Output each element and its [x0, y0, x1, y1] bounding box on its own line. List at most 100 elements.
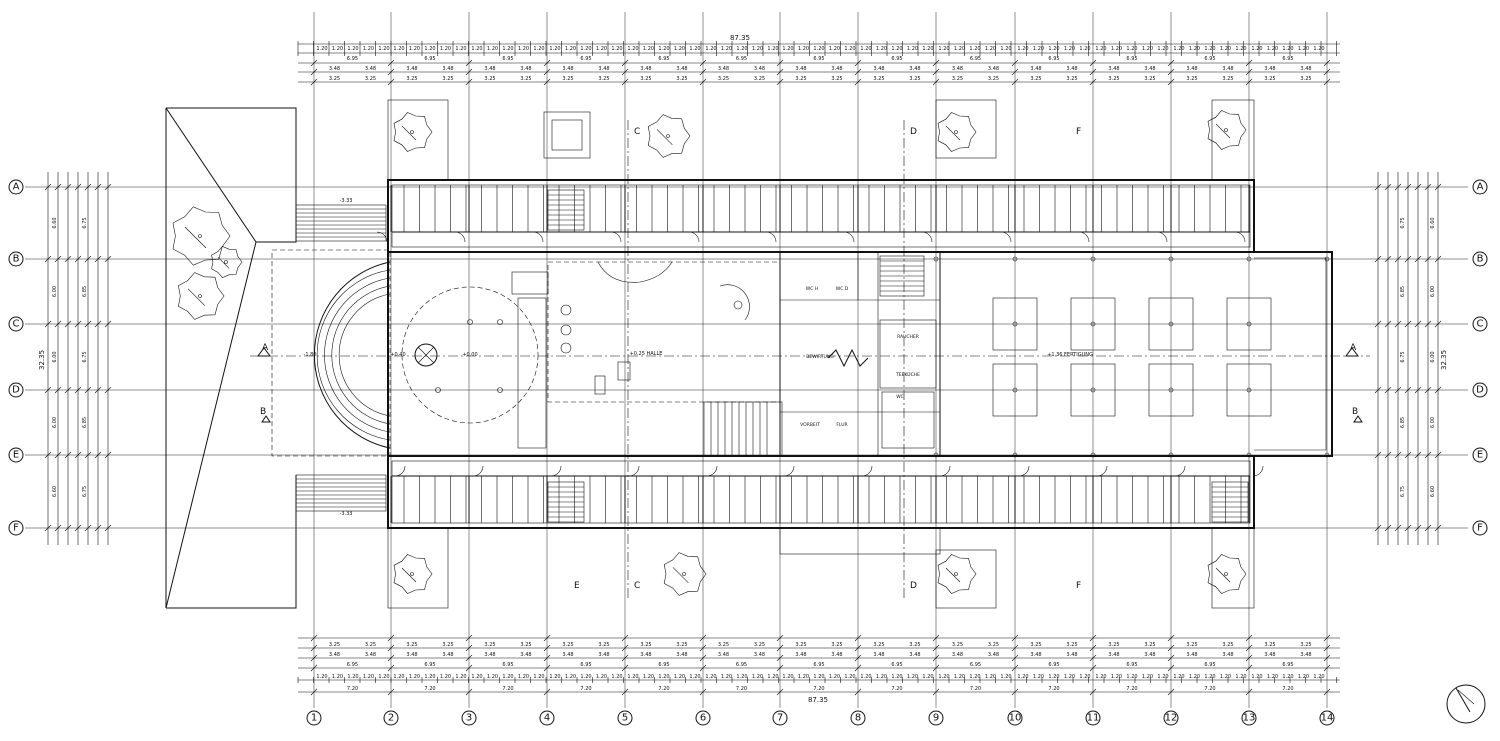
dimension-tick [1394, 451, 1402, 459]
dimension-label: 3.25 [1066, 76, 1077, 82]
dimension-tick [1167, 688, 1175, 696]
dimension-label: 1.20 [1157, 674, 1168, 680]
dimension-tick [465, 654, 473, 662]
landscape-trees [172, 110, 1247, 596]
overall-length-bottom: 87.35 [808, 696, 828, 704]
tree-canopy [1207, 554, 1247, 594]
dimension-tick [1011, 634, 1019, 642]
dimension-label: 3.48 [1186, 66, 1197, 72]
column [1246, 387, 1252, 393]
dimension-label: 1.20 [643, 674, 654, 680]
level-entry-upper: -3.33 [340, 198, 353, 204]
tree-trunk [954, 130, 958, 134]
dimension-tick [543, 59, 551, 67]
dimension-label: 1.20 [487, 46, 498, 52]
dimension-tick [776, 688, 784, 696]
dimension-label: 1.20 [860, 46, 871, 52]
dimension-tick [621, 78, 629, 86]
tree-trunk [410, 572, 414, 576]
dimension-tick [1434, 524, 1442, 532]
dimension-tick [854, 68, 862, 76]
dimension-label: 3.25 [598, 642, 609, 648]
dimension-tick [1414, 183, 1422, 191]
dimension-label: 1.20 [596, 46, 607, 52]
level-hall-label: +0.25 HALLE [630, 351, 663, 357]
door-swing [921, 231, 933, 243]
entrance-hall: +0.25 HALLE [547, 261, 783, 457]
dimension-tick [621, 634, 629, 642]
dimension-tick [543, 654, 551, 662]
tree-branch [401, 125, 417, 141]
row-bubble-label: C [1477, 319, 1484, 330]
vertical-grid-lines [313, 12, 1328, 708]
dimension-tick [387, 78, 395, 86]
level-forum: -1.80 [304, 352, 317, 358]
dimension-tick [94, 386, 102, 394]
dimension-label: 1.20 [565, 46, 576, 52]
section-mark-f-bottom: F [1076, 581, 1081, 591]
dimension-label: 6.95 [736, 56, 747, 62]
dimension-label: 3.48 [406, 652, 417, 658]
dimension-label: 3.25 [795, 76, 806, 82]
dimension-label: 3.25 [831, 642, 842, 648]
dimension-tick [854, 664, 862, 672]
dimension-label: 1.20 [1267, 46, 1278, 52]
dimension-label: 3.25 [598, 76, 609, 82]
tree-canopy [393, 112, 433, 152]
dimension-label: 1.20 [347, 46, 358, 52]
dimension-label: 1.20 [767, 674, 778, 680]
dimension-tick [699, 78, 707, 86]
dimension-tick [1323, 688, 1331, 696]
dimension-tick [1414, 451, 1422, 459]
dimension-tick [387, 654, 395, 662]
section-axis: A A B B C C D D E F F [250, 120, 1370, 600]
dimension-tick [74, 183, 82, 191]
dimension-label: 1.20 [1064, 674, 1075, 680]
level-entry-lower: -3.33 [340, 511, 353, 517]
column [1012, 452, 1018, 458]
room-raucher: RAUCHER [897, 334, 919, 340]
dimension-tick [44, 183, 52, 191]
column [1168, 387, 1174, 393]
dimension-label: 3.25 [873, 76, 884, 82]
dimension-tick [621, 59, 629, 67]
door-swing [628, 465, 640, 477]
dimension-tick [1089, 664, 1097, 672]
tree-branch [945, 567, 961, 583]
dimension-label: 1.20 [1251, 46, 1262, 52]
dimension-tick [621, 654, 629, 662]
dimension-label: 3.48 [1066, 652, 1077, 658]
dimension-label: 3.25 [676, 642, 687, 648]
dimension-tick [776, 654, 784, 662]
dimension-label: 6.95 [813, 662, 824, 668]
dimension-label: 6.95 [1204, 662, 1215, 668]
level-center: +0.40 [390, 352, 405, 358]
dimension-label: 3.48 [520, 652, 531, 658]
column-bubble [461, 710, 477, 726]
row-bubble-label: E [1477, 450, 1483, 461]
dimension-tick [465, 644, 473, 652]
dimension-tick [310, 654, 318, 662]
tree-canopy [937, 554, 977, 594]
column [1324, 452, 1330, 458]
dimension-tick [1245, 654, 1253, 662]
tree-branch [217, 256, 230, 269]
dimension-tick [543, 664, 551, 672]
dimension-label: 7.20 [502, 686, 513, 692]
dimension-label: 1.20 [813, 46, 824, 52]
overall-width-right: 32.35 [1440, 350, 1448, 370]
dimension-tick [932, 644, 940, 652]
dimension-label: 3.25 [676, 76, 687, 82]
dimension-tick [1414, 320, 1422, 328]
dimension-label: 3.48 [1222, 652, 1233, 658]
section-mark-e-bottom: E [574, 581, 580, 591]
column [933, 452, 939, 458]
dimension-label: 1.20 [752, 674, 763, 680]
column [1246, 256, 1252, 262]
tree-branch [945, 125, 961, 141]
dimension-label: 1.20 [611, 674, 622, 680]
dimension-label: 3.48 [1300, 652, 1311, 658]
dimension-label: 1.20 [658, 674, 669, 680]
section-mark-d-bottom: D [910, 581, 917, 591]
